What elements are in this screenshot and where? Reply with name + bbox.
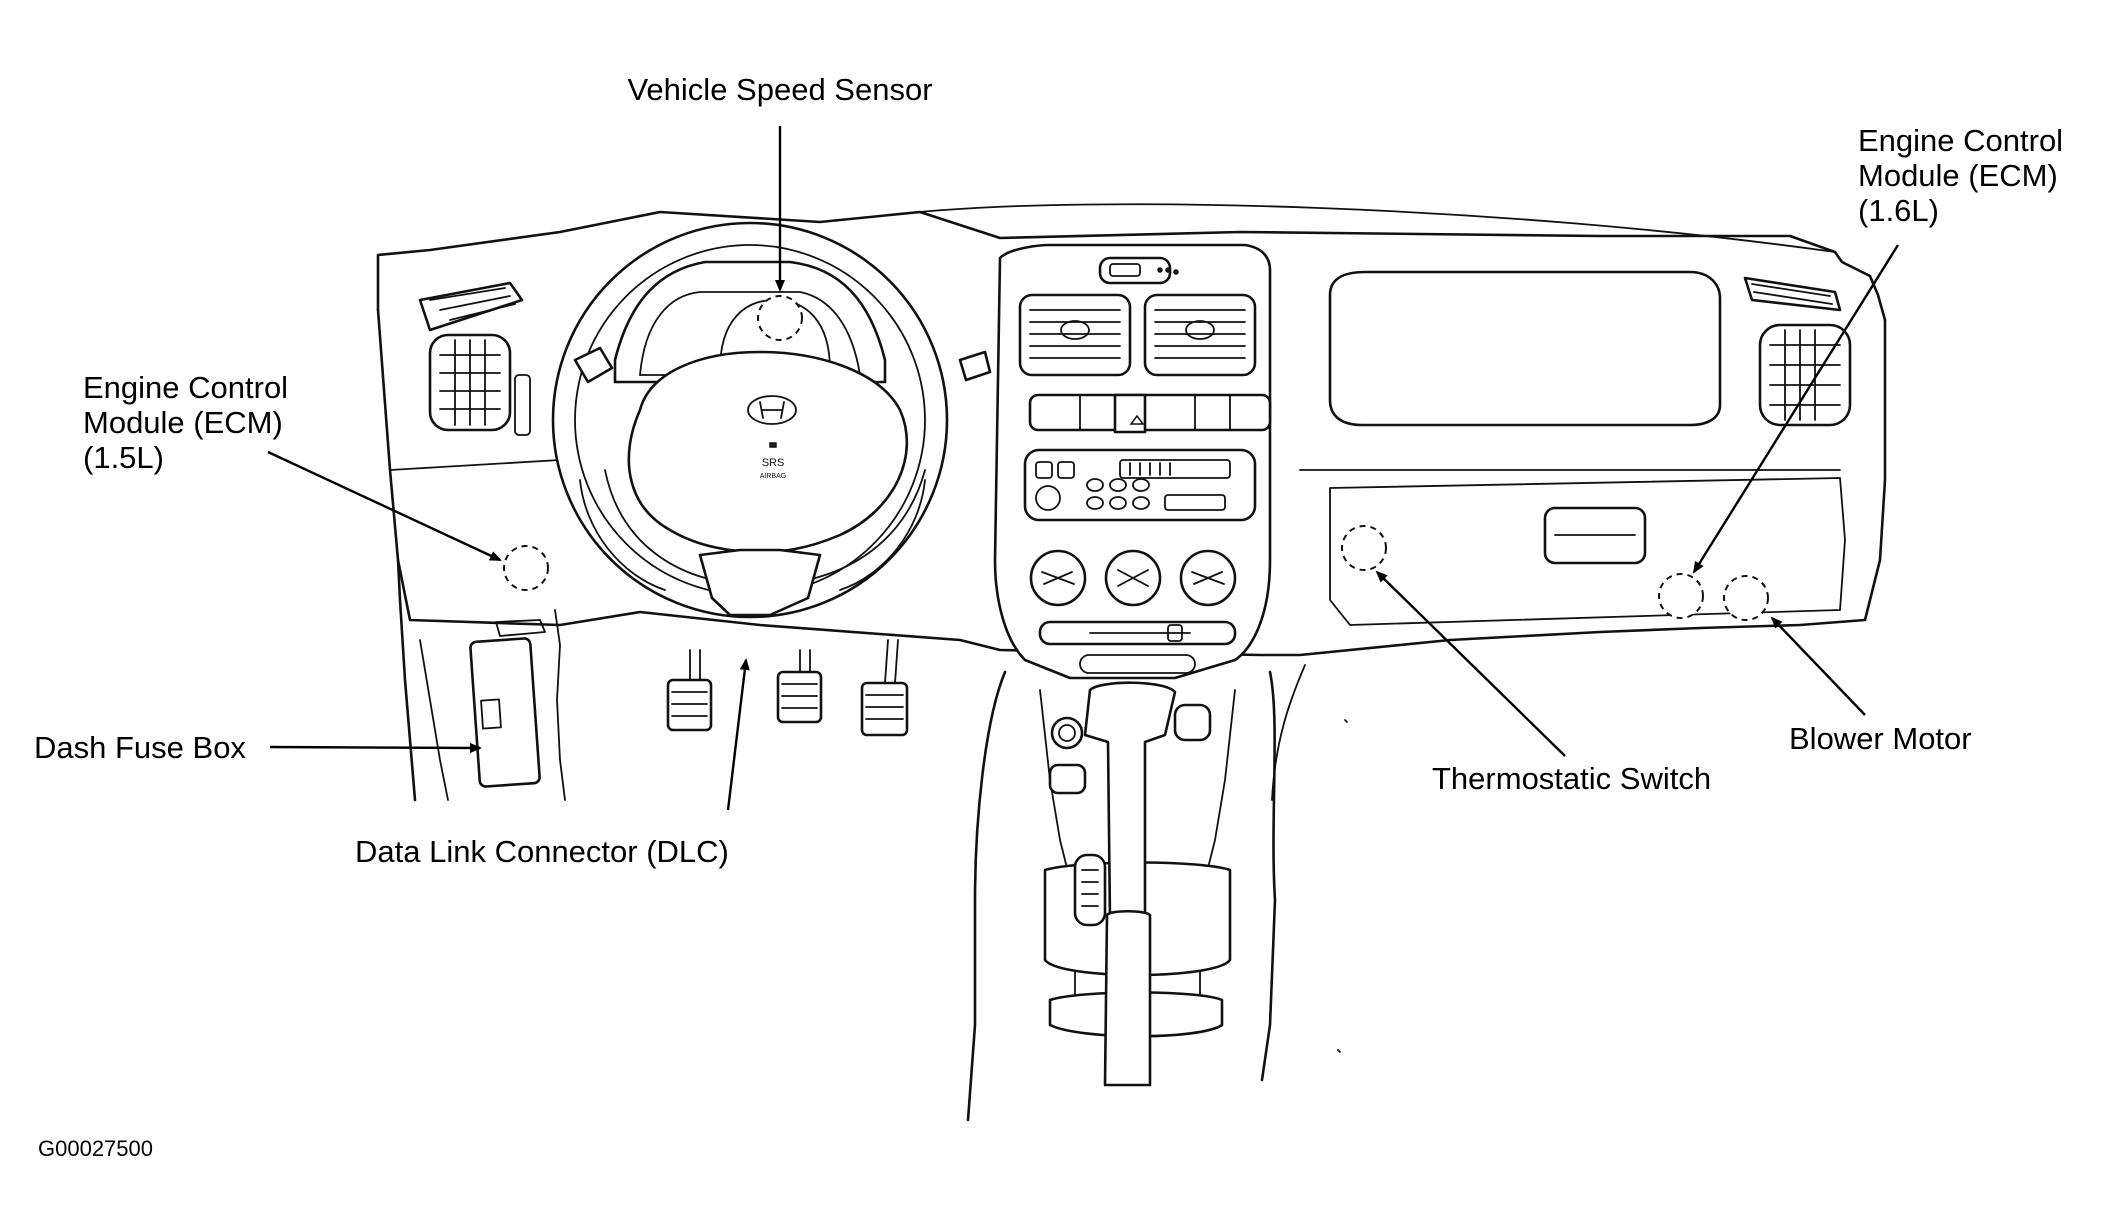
dash-fuse-box-cover [469, 637, 541, 788]
thermostatic-switch-leader [1375, 570, 1566, 757]
thermostatic-switch-location-marker [1341, 525, 1387, 571]
center-stack [993, 243, 1272, 680]
left-air-vent [418, 281, 531, 436]
leader-lines [267, 126, 1900, 811]
airbag-subtext: AIRBAG [760, 473, 786, 480]
vehicle-speed-sensor-label: Vehicle Speed Sensor [627, 72, 932, 107]
airbag-pad [627, 350, 909, 554]
data-link-connector-label: Data Link Connector (DLC) [355, 834, 729, 869]
dlc-leader [726, 658, 750, 811]
ecm-16-label-line1: Engine Control [1858, 123, 2063, 158]
blower-motor-label: Blower Motor [1789, 721, 1972, 756]
blower-motor-location-marker [1723, 575, 1769, 621]
dashboard-illustration: SRS AIRBAG [376, 203, 1887, 1122]
ecm-15-label-line2: Module (ECM) [83, 405, 283, 440]
steering-wheel: SRS AIRBAG [551, 221, 992, 619]
ecm-16-label-line3: (1.6L) [1858, 193, 1939, 228]
ecm-15-label-line3: (1.5L) [83, 440, 164, 475]
vss-location-marker [757, 295, 803, 341]
center-console [966, 670, 1277, 1122]
figure-code: G00027500 [38, 1136, 153, 1161]
dash-fuse-box-leader [269, 742, 482, 753]
dash-face [376, 308, 1887, 657]
ecm-15-location-marker [503, 545, 549, 591]
ecm-16-label-line2: Module (ECM) [1858, 158, 2058, 193]
ecm-16-leader [1692, 244, 1900, 574]
dash-top-outline [376, 210, 1887, 322]
dash-fuse-box-label: Dash Fuse Box [34, 730, 246, 765]
pedals [666, 639, 909, 737]
thermostatic-switch-label: Thermostatic Switch [1432, 761, 1711, 796]
ecm-15-leader [267, 450, 502, 562]
ecm-15-label-line1: Engine Control [83, 370, 288, 405]
blower-motor-leader [1770, 616, 1866, 716]
ecm-16-location-marker [1658, 573, 1704, 619]
airbag-srs-text: SRS [762, 457, 785, 469]
passenger-dash [1328, 270, 1852, 626]
